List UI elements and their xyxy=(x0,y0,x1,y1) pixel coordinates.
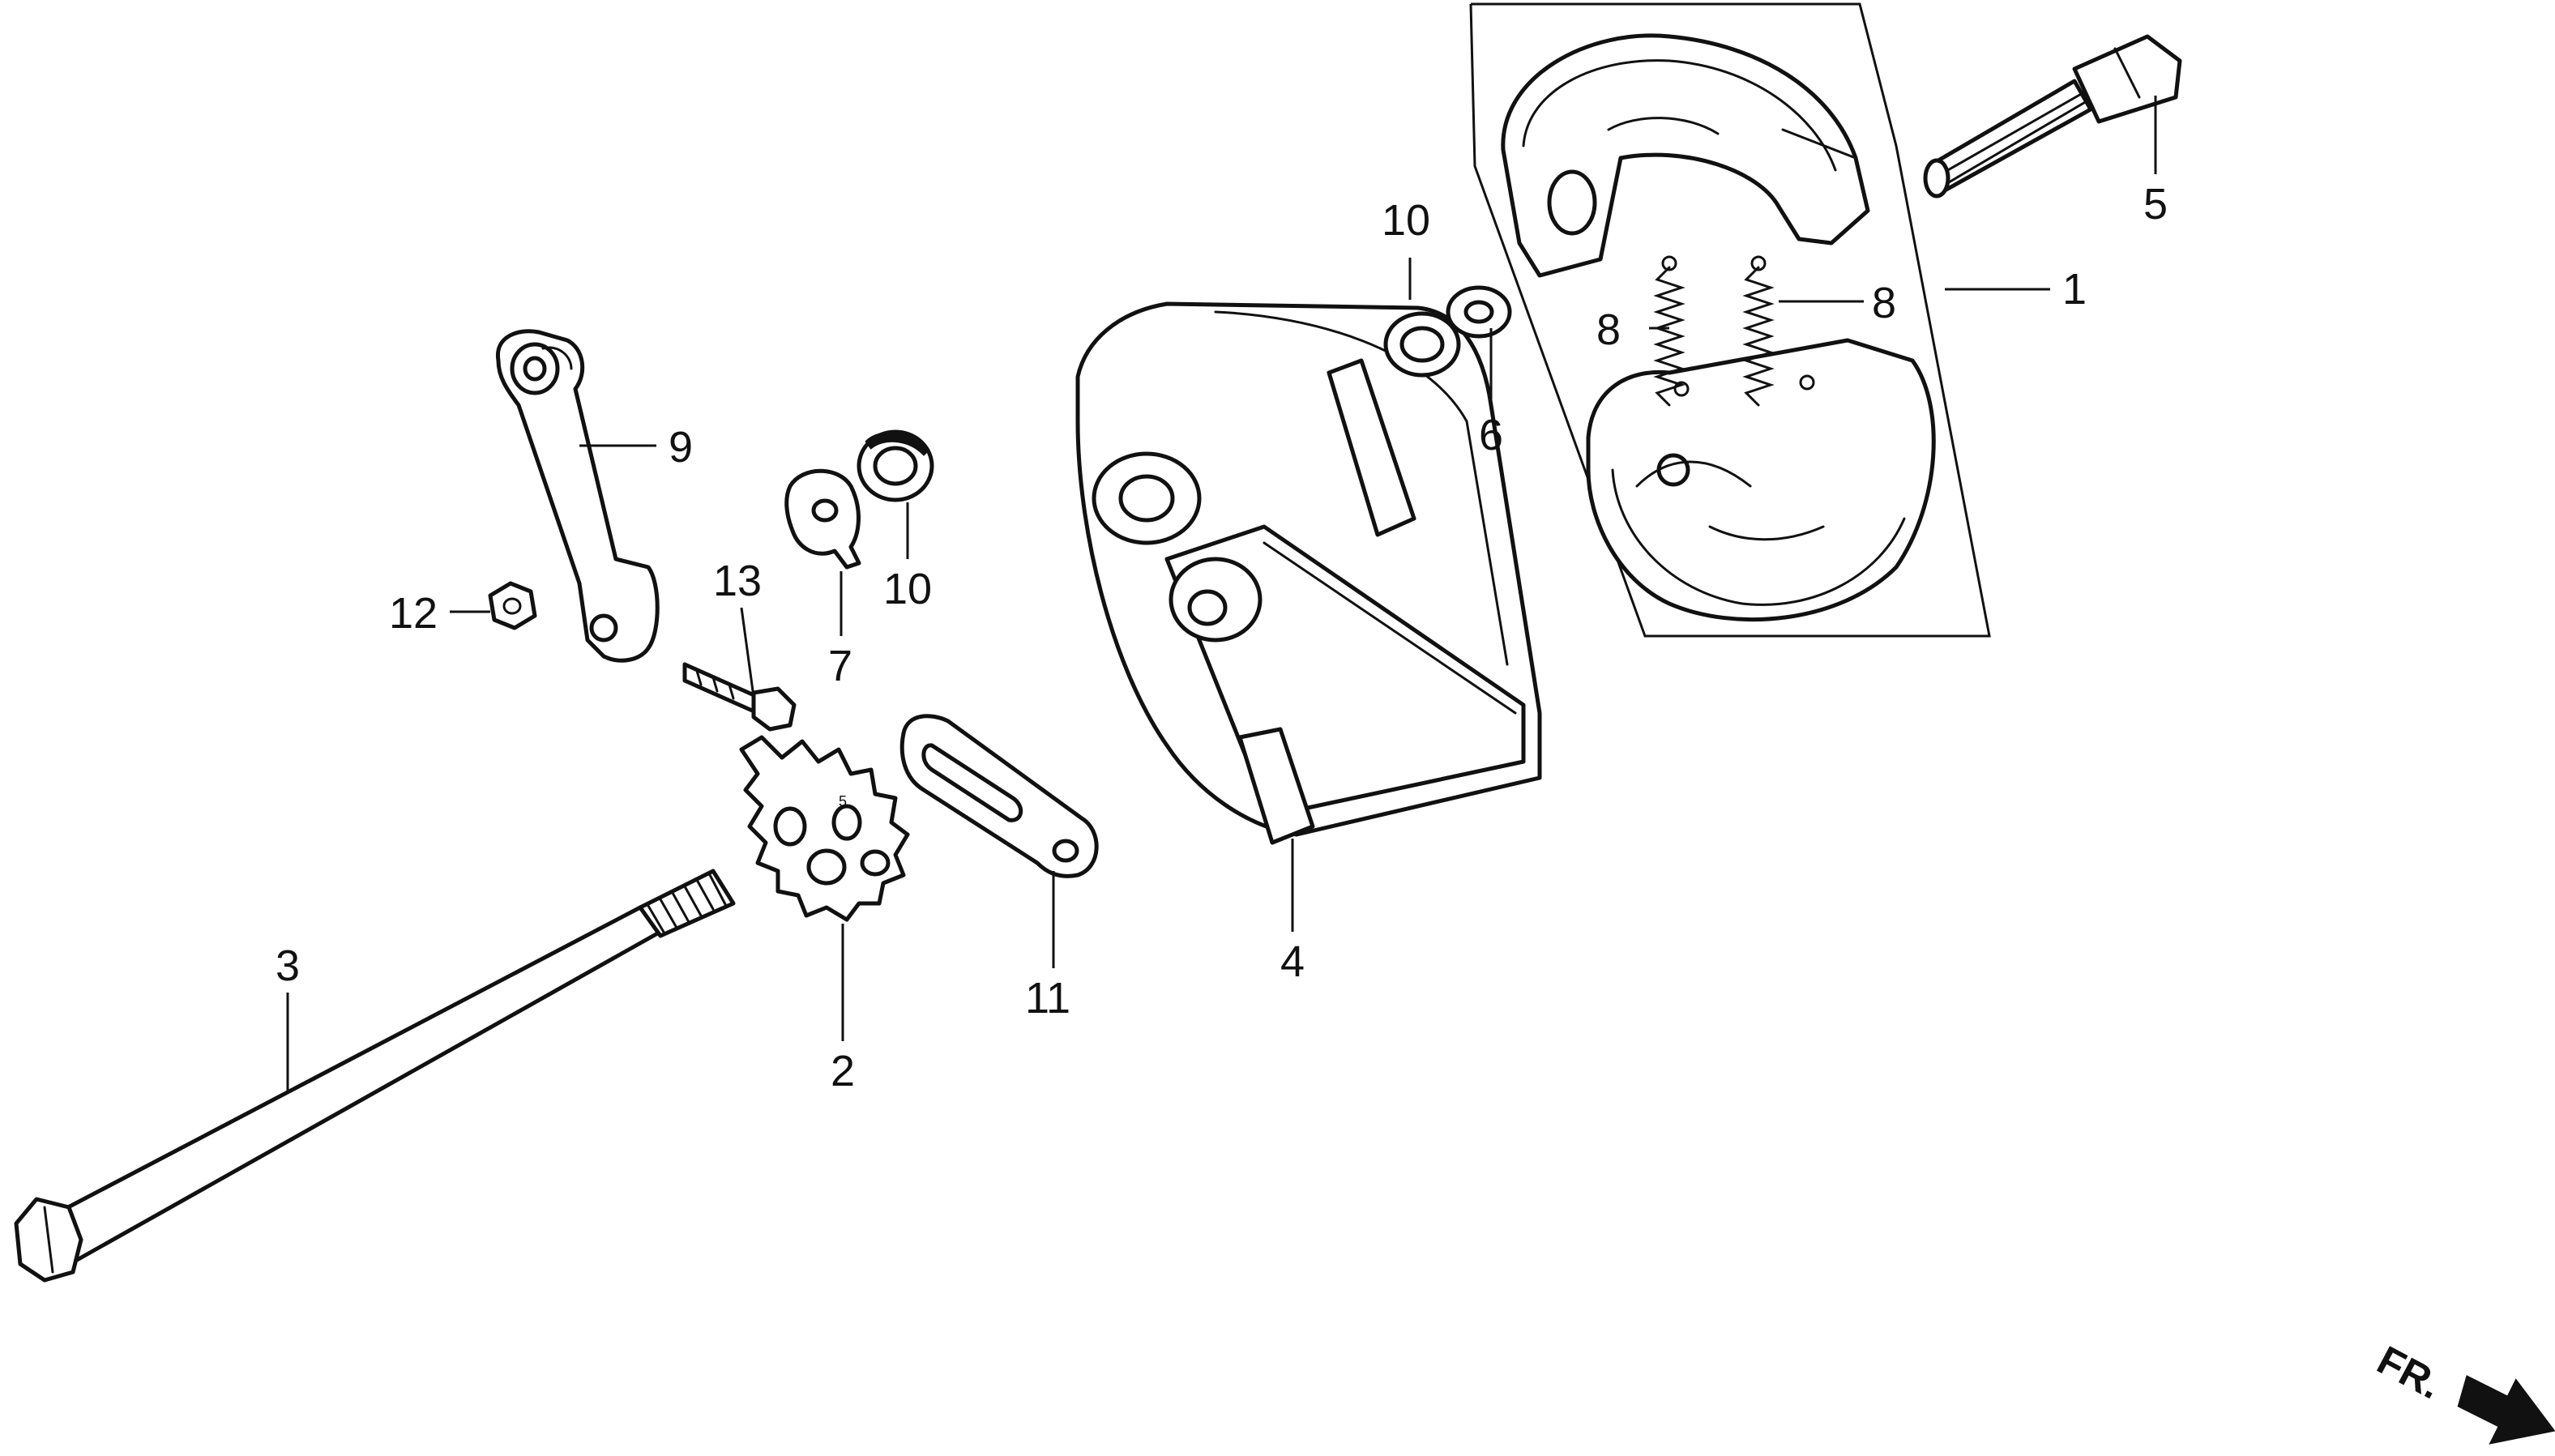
callout-8-right: 8 xyxy=(1872,279,1896,327)
lower-brake-shoe xyxy=(1586,338,1936,622)
brake-cam xyxy=(1923,34,2182,199)
flange-bolt xyxy=(682,662,797,732)
upper-brake-shoe xyxy=(1501,33,1870,278)
front-direction-indicator: FR. xyxy=(2370,1337,2555,1445)
callout-9: 9 xyxy=(669,423,693,472)
callout-2: 2 xyxy=(831,1047,855,1095)
bearing-upper xyxy=(1383,311,1461,378)
callout-10-upper: 10 xyxy=(1382,196,1430,245)
callout-7: 7 xyxy=(828,642,852,690)
callout-12: 12 xyxy=(389,589,438,638)
callout-labels: 1 2 3 4 5 6 7 8 8 9 10 10 11 12 13 xyxy=(276,180,2168,1095)
drive-sprocket: 5 xyxy=(739,735,910,922)
nut xyxy=(488,581,537,630)
callout-1: 1 xyxy=(2062,265,2087,314)
washer-upper xyxy=(1446,285,1512,339)
callout-8-left: 8 xyxy=(1596,305,1621,354)
callout-5: 5 xyxy=(2143,180,2168,228)
callout-6: 6 xyxy=(1479,411,1503,459)
callout-11: 11 xyxy=(1025,974,1070,1023)
brake-panel xyxy=(1075,301,1542,845)
callout-13: 13 xyxy=(713,557,762,605)
bearing-middle xyxy=(857,429,934,502)
chain-adjuster-plate xyxy=(899,714,1099,878)
callout-3: 3 xyxy=(276,941,300,990)
brake-arm xyxy=(496,329,660,663)
front-direction-label: FR. xyxy=(2370,1337,2449,1407)
brake-shoe-spring-right xyxy=(1742,255,1815,407)
front-direction-arrow-icon xyxy=(2457,1375,2555,1445)
callout-4: 4 xyxy=(1280,937,1305,986)
brake-shoe-set-enclosure xyxy=(1469,2,1991,638)
leader-lines xyxy=(286,96,2157,1094)
rear-axle xyxy=(14,869,736,1283)
callout-10-lower: 10 xyxy=(883,565,932,613)
sprocket-tooth-mark: 5 xyxy=(839,793,847,809)
lock-washer xyxy=(784,468,861,570)
brake-shoe-spring-left xyxy=(1653,255,1690,407)
